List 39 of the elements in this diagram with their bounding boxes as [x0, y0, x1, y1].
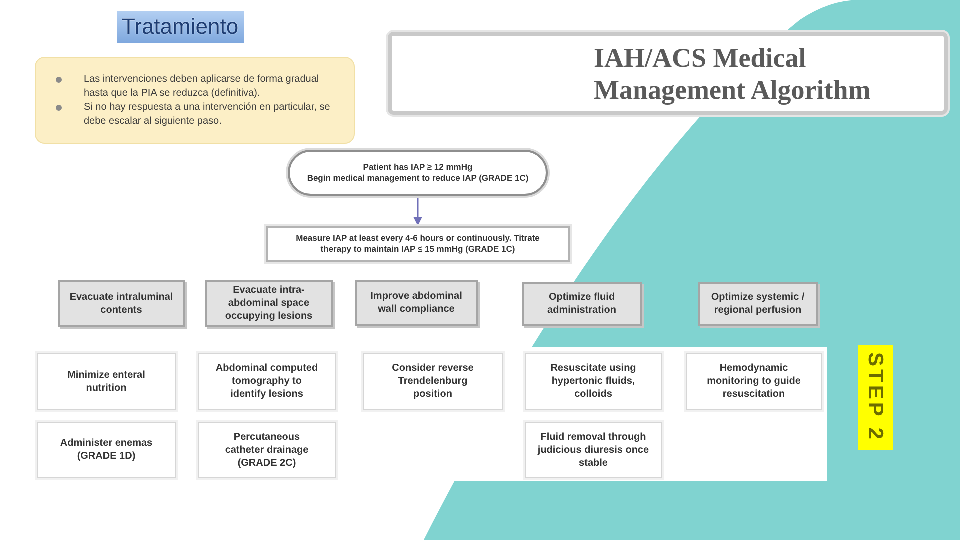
box-text: Minimize enteral nutrition — [66, 368, 146, 394]
arrow — [414, 196, 422, 226]
box-text: Fluid removal through judicious diuresis once stable — [536, 430, 650, 470]
box-text: Percutaneous catheter drainage (GRADE 2C) — [224, 430, 310, 470]
action-box — [37, 353, 176, 410]
box-text: Evacuate intra-abdominal space occupying lesions — [224, 284, 314, 323]
note-box — [35, 57, 355, 144]
box-text: Improve abdominal wall compliance — [370, 290, 464, 316]
action-box — [525, 353, 662, 410]
box-text: Measure IAP at least every 4-6 hours or continuously. Titrate therapy to maintain IAP ≤ 15 mmHg (GRADE 1C) — [295, 233, 541, 255]
bullet-text: Las intervenciones deben aplicarse de forma gradual hasta que la PIA se reduzca (definitiva). — [84, 72, 320, 100]
heading-text: IAH/ACS Medical Management Algorithm — [594, 42, 872, 106]
step-label: STEP 2 — [858, 345, 893, 450]
category-box — [58, 280, 185, 327]
box-text: Begin medical management to reduce IAP (GRADE 1C) — [307, 173, 529, 184]
action-box — [37, 422, 176, 478]
title-box — [388, 32, 948, 115]
box-text: Hemodynamic monitoring to guide resuscitation — [706, 362, 802, 401]
box-text: Consider reverse Trendelenburg position — [391, 362, 475, 401]
box-text: Resuscitate using hypertonic fluids, colloids — [550, 362, 638, 401]
action-box — [363, 353, 503, 410]
process-box — [266, 226, 570, 262]
action-box — [686, 353, 822, 410]
start-terminal — [288, 150, 548, 196]
category-box — [355, 280, 478, 326]
box-text: Patient has IAP ≥ 12 mmHg — [363, 162, 473, 173]
box-text: Optimize fluid administration — [546, 291, 618, 317]
box-text: Abdominal computed tomography to identify lesions — [214, 362, 320, 401]
category-box — [522, 282, 642, 326]
bullet-text: Si no hay respuesta a una intervención en particular, se debe escalar al siguiente paso. — [84, 100, 332, 128]
category-box — [698, 282, 818, 326]
category-box — [205, 280, 333, 327]
box-text: Optimize systemic / regional perfusion — [710, 291, 806, 317]
title: Tratamiento — [117, 11, 244, 43]
action-box — [198, 353, 336, 410]
box-text: Evacuate intraluminal contents — [68, 290, 174, 316]
action-box — [198, 422, 336, 478]
box-text: Administer enemas (GRADE 1D) — [59, 437, 154, 463]
action-box — [525, 422, 662, 478]
